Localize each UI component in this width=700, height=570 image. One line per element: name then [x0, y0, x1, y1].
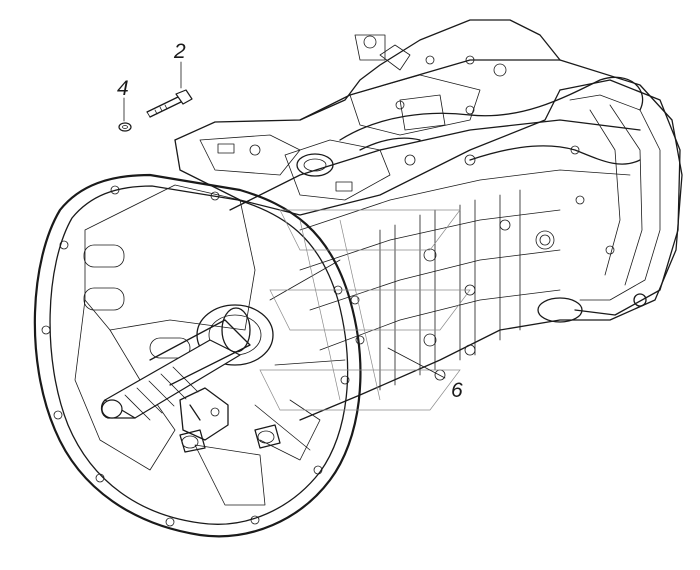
callout-leaders — [123, 61, 446, 379]
part-4-washer — [118, 122, 132, 132]
air-tubes — [339, 76, 644, 166]
release-fork — [179, 387, 281, 453]
gearbox-housing — [229, 59, 683, 421]
bell-housing — [33, 173, 362, 538]
callout-4-label: 4 — [117, 77, 129, 100]
shift-cover — [174, 19, 561, 216]
input-shaft — [100, 307, 251, 421]
bolt-lower-left — [179, 429, 206, 453]
callout-6-label: 6 — [451, 379, 463, 402]
bolt-lower-right — [254, 424, 281, 449]
callout-2-label: 2 — [173, 40, 186, 63]
watermark-lines — [259, 209, 471, 411]
part-2-bolt — [146, 89, 193, 118]
